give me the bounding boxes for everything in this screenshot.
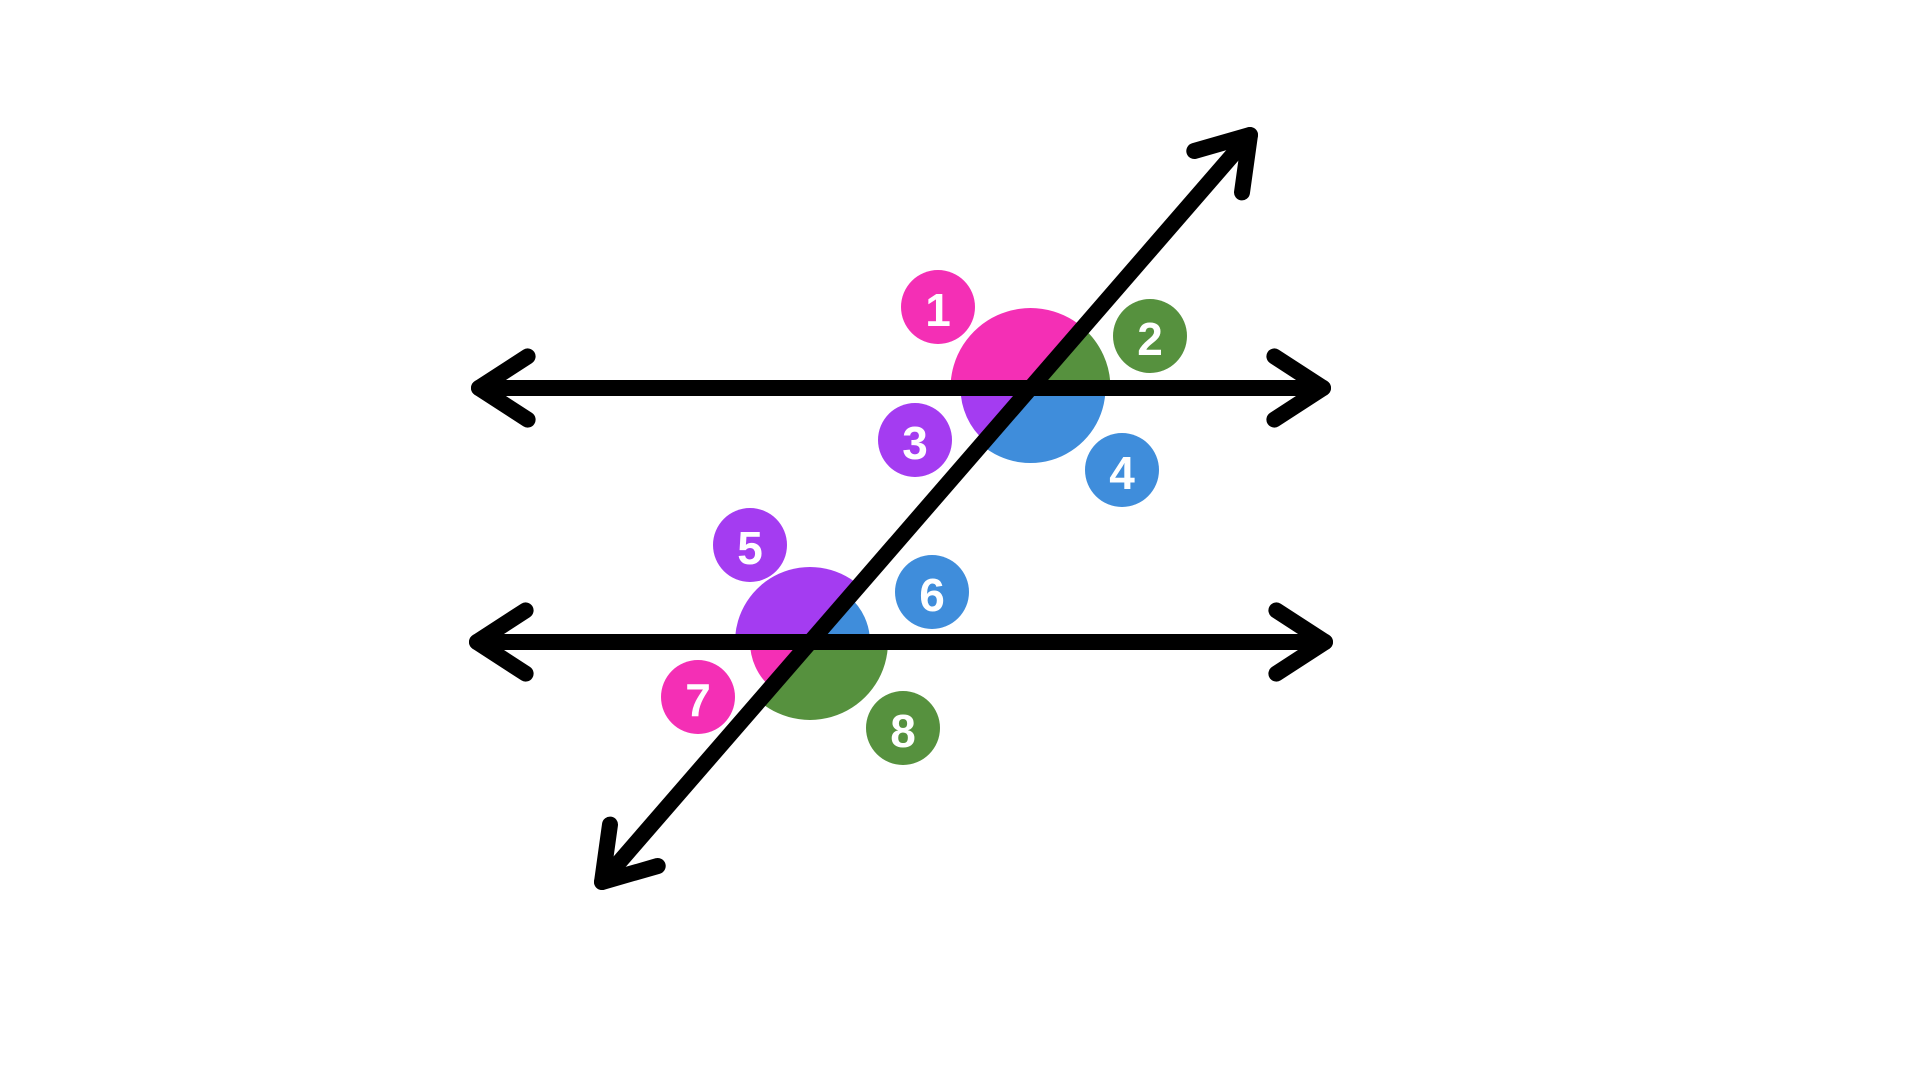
angle-number-8: 8: [890, 705, 916, 757]
angle-badge-circle-2: [1113, 299, 1187, 373]
transversal-line-end-arrowhead-arm-0: [1186, 127, 1258, 159]
angle-badge-circle-8: [866, 691, 940, 765]
parallel-line-top-start-arrowhead-arm-0: [471, 380, 536, 428]
angle-badge-6: 6: [895, 555, 969, 629]
angle-number-6: 6: [919, 569, 945, 621]
angle-badge-circle-6: [895, 555, 969, 629]
angle-badge-circle-3: [878, 403, 952, 477]
angle-sector-8: [758, 642, 888, 720]
transversal-line-start-arrowhead-arm-0: [594, 858, 666, 890]
parallel-line-bottom-end-arrowhead-arm-0: [1268, 602, 1333, 650]
transversal-line-start-arrowhead-arm-1: [594, 816, 618, 890]
transversal-line-end-arrowhead-arm-1: [1234, 127, 1258, 201]
angle-sector-5: [735, 566, 860, 642]
angle-badges-layer: 1 2 3 4 5 6 7 8: [661, 270, 1187, 765]
angle-number-2: 2: [1137, 313, 1163, 365]
parallel-line-bottom-end-arrowhead-arm-1: [1268, 634, 1333, 682]
transversal-line: [595, 129, 1257, 888]
parallel-line-bottom-start-arrowhead-arm-0: [469, 634, 534, 682]
angle-badge-circle-1: [901, 270, 975, 344]
angle-badge-7: 7: [661, 660, 735, 734]
angle-number-3: 3: [902, 417, 928, 469]
angle-sector-4: [981, 388, 1106, 464]
angle-badge-circle-5: [713, 508, 787, 582]
angle-number-1: 1: [925, 284, 951, 336]
angle-badge-circle-4: [1085, 433, 1159, 507]
angle-badge-1: 1: [901, 270, 975, 344]
angle-badge-2: 2: [1113, 299, 1187, 373]
parallel-line-top-start-arrowhead-arm-1: [471, 348, 536, 396]
parallel-line-top-end-arrowhead-arm-1: [1266, 380, 1331, 428]
angle-badge-3: 3: [878, 403, 952, 477]
parallel-line-top-end-arrowhead-arm-0: [1266, 348, 1331, 396]
parallel-line-bottom-start-arrowhead-arm-1: [469, 602, 534, 650]
angle-sector-1: [950, 308, 1083, 388]
angle-badge-8: 8: [866, 691, 940, 765]
angle-number-5: 5: [737, 522, 763, 574]
angle-number-7: 7: [685, 674, 711, 726]
angle-number-4: 4: [1109, 447, 1135, 499]
lines-layer: [469, 127, 1333, 890]
angle-badge-circle-7: [661, 660, 735, 734]
angle-badge-4: 4: [1085, 433, 1159, 507]
angle-badge-5: 5: [713, 508, 787, 582]
